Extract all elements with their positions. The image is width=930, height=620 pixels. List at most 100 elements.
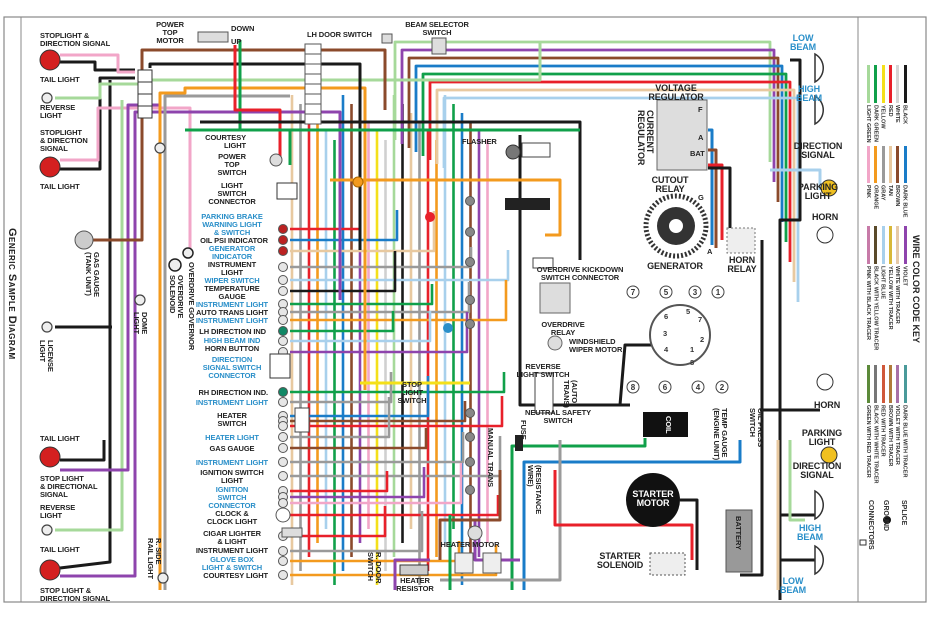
key-swatch <box>888 65 892 103</box>
starter-solenoid <box>649 552 686 576</box>
label-generator-ind: GENERATOR INDICATOR <box>208 244 256 261</box>
label-horn-2: HORN <box>814 400 841 410</box>
label-light-switch-conn: LIGHT SWITCH CONNECTOR <box>208 181 256 206</box>
ignition-terminal-number: 7 <box>631 288 636 297</box>
key-swatch <box>881 365 885 403</box>
ignition-inner-number: 6 <box>664 312 668 321</box>
ignition-terminal-number: 5 <box>664 288 669 297</box>
wire-b <box>522 440 742 590</box>
label-od-relay: OVERDRIVE RELAY <box>541 320 585 337</box>
label-heater-resistor: HEATER RESISTOR <box>396 576 434 593</box>
key-swatch <box>888 146 892 183</box>
wire-br <box>290 428 428 450</box>
parking-light <box>820 179 838 197</box>
key-label: GRAY <box>879 185 886 201</box>
indicator-socket <box>278 457 288 467</box>
wire-gr <box>290 397 391 439</box>
wire-lb <box>442 96 800 302</box>
horn-relay <box>726 227 756 254</box>
wire-g <box>290 311 395 333</box>
key-label: LIGHT GREEN <box>865 105 871 143</box>
wire-p <box>290 463 463 505</box>
outer-border <box>3 16 927 603</box>
wire-gr <box>290 432 465 464</box>
label-instrument-light-3: INSTRUMENT LIGHT <box>195 316 268 325</box>
cigar-lighter <box>281 527 303 538</box>
ignition-inner-number: 5 <box>686 307 690 316</box>
wire-k <box>60 440 106 462</box>
wire-b <box>414 64 784 222</box>
ignition-terminal-number: 4 <box>696 383 701 392</box>
heater-resistor <box>399 564 429 576</box>
wire-lb <box>290 250 510 282</box>
key-label: PINK WITH BLACK TRACER <box>865 266 871 340</box>
headlight <box>814 94 824 126</box>
key-label: BLACK WITH WHITE TRACER <box>872 405 879 484</box>
label-r-door: R. DOOR SWITCH <box>366 552 383 584</box>
ignition-terminal-circle <box>626 380 640 394</box>
splice-node <box>465 432 475 442</box>
label-horn-1: HORN <box>812 212 839 222</box>
label-term-g: G <box>698 193 704 202</box>
label-auto-trans-light: AUTO TRANS LIGHT <box>195 308 268 317</box>
key-swatch <box>867 226 870 264</box>
tail-light-lamp <box>39 49 61 71</box>
gas-gauge-tank-unit <box>74 230 94 250</box>
key-ground: GROUND <box>882 500 889 532</box>
label-temp-engine: TEMP GAUGE (ENGINE UNIT) <box>712 408 729 461</box>
wire-br <box>708 148 718 248</box>
splice-orange <box>352 176 364 188</box>
ignition-terminal-number: 2 <box>720 383 725 392</box>
horn <box>816 226 834 244</box>
ignition-inner-number: 2 <box>700 335 704 344</box>
label-generator: GENERATOR <box>647 261 703 271</box>
key-label: BROWN <box>894 185 901 207</box>
label-stop2: STOPLIGHT & DIRECTION SIGNAL <box>40 128 88 153</box>
wire-g <box>238 40 292 165</box>
label-od-solenoid: OVERDRIVE SOLENOID <box>168 275 185 319</box>
clock <box>275 507 291 523</box>
wire-k <box>148 62 362 250</box>
fuse-block <box>505 198 550 210</box>
key-swatch <box>903 365 907 403</box>
label-cigar: CIGAR LIGHTER & LIGHT <box>203 529 261 546</box>
key-label: ORANGE <box>872 185 879 210</box>
key-label: WHITE <box>894 105 901 123</box>
label-dir-sig-1: DIRECTION SIGNAL <box>793 141 843 160</box>
label-battery: BATTERY <box>734 516 743 550</box>
wire-lg <box>788 440 805 522</box>
heater-motor <box>467 525 483 541</box>
generator-hub <box>669 219 683 233</box>
wire-b <box>290 376 430 418</box>
splice-node <box>465 408 475 418</box>
label-license: LICENSE LIGHT <box>38 340 55 372</box>
wire-v <box>393 558 430 590</box>
indicator-socket <box>278 387 288 397</box>
key-label: PINK <box>865 185 871 199</box>
label-low-beam-2: LOW BEAM <box>779 576 807 595</box>
label-dir-sig-2: DIRECTION SIGNAL <box>792 461 842 480</box>
wire-g <box>290 372 506 394</box>
wire-g <box>290 284 434 306</box>
label-ign-switch-light: IGNITION SWITCH LIGHT <box>200 468 264 485</box>
key-swatch <box>874 365 878 403</box>
diagram-frame <box>3 16 927 603</box>
overdrive-governor <box>182 247 194 259</box>
indicator-socket <box>278 326 288 336</box>
wire-lg <box>393 40 772 162</box>
label-heater-switch: HEATER SWITCH <box>217 411 247 428</box>
lh-door-harness-cell <box>304 103 322 115</box>
lh-door-harness-cell <box>304 83 322 95</box>
indicator-socket <box>278 471 288 481</box>
beam-selector-switch <box>431 37 447 55</box>
label-lh-dir: LH DIRECTION IND <box>199 327 266 336</box>
key-label: BLACK <box>901 105 908 125</box>
indicator-socket <box>278 235 288 245</box>
splice-node <box>465 257 475 267</box>
indicator-socket <box>278 336 288 346</box>
label-instrument-light-5: INSTRUMENT LIGHT <box>195 458 268 467</box>
label-fuse: FUSE <box>519 420 528 440</box>
label-term-f: F <box>698 105 703 114</box>
headlight <box>814 544 824 576</box>
label-parking-2: PARKING LIGHT <box>801 428 843 447</box>
